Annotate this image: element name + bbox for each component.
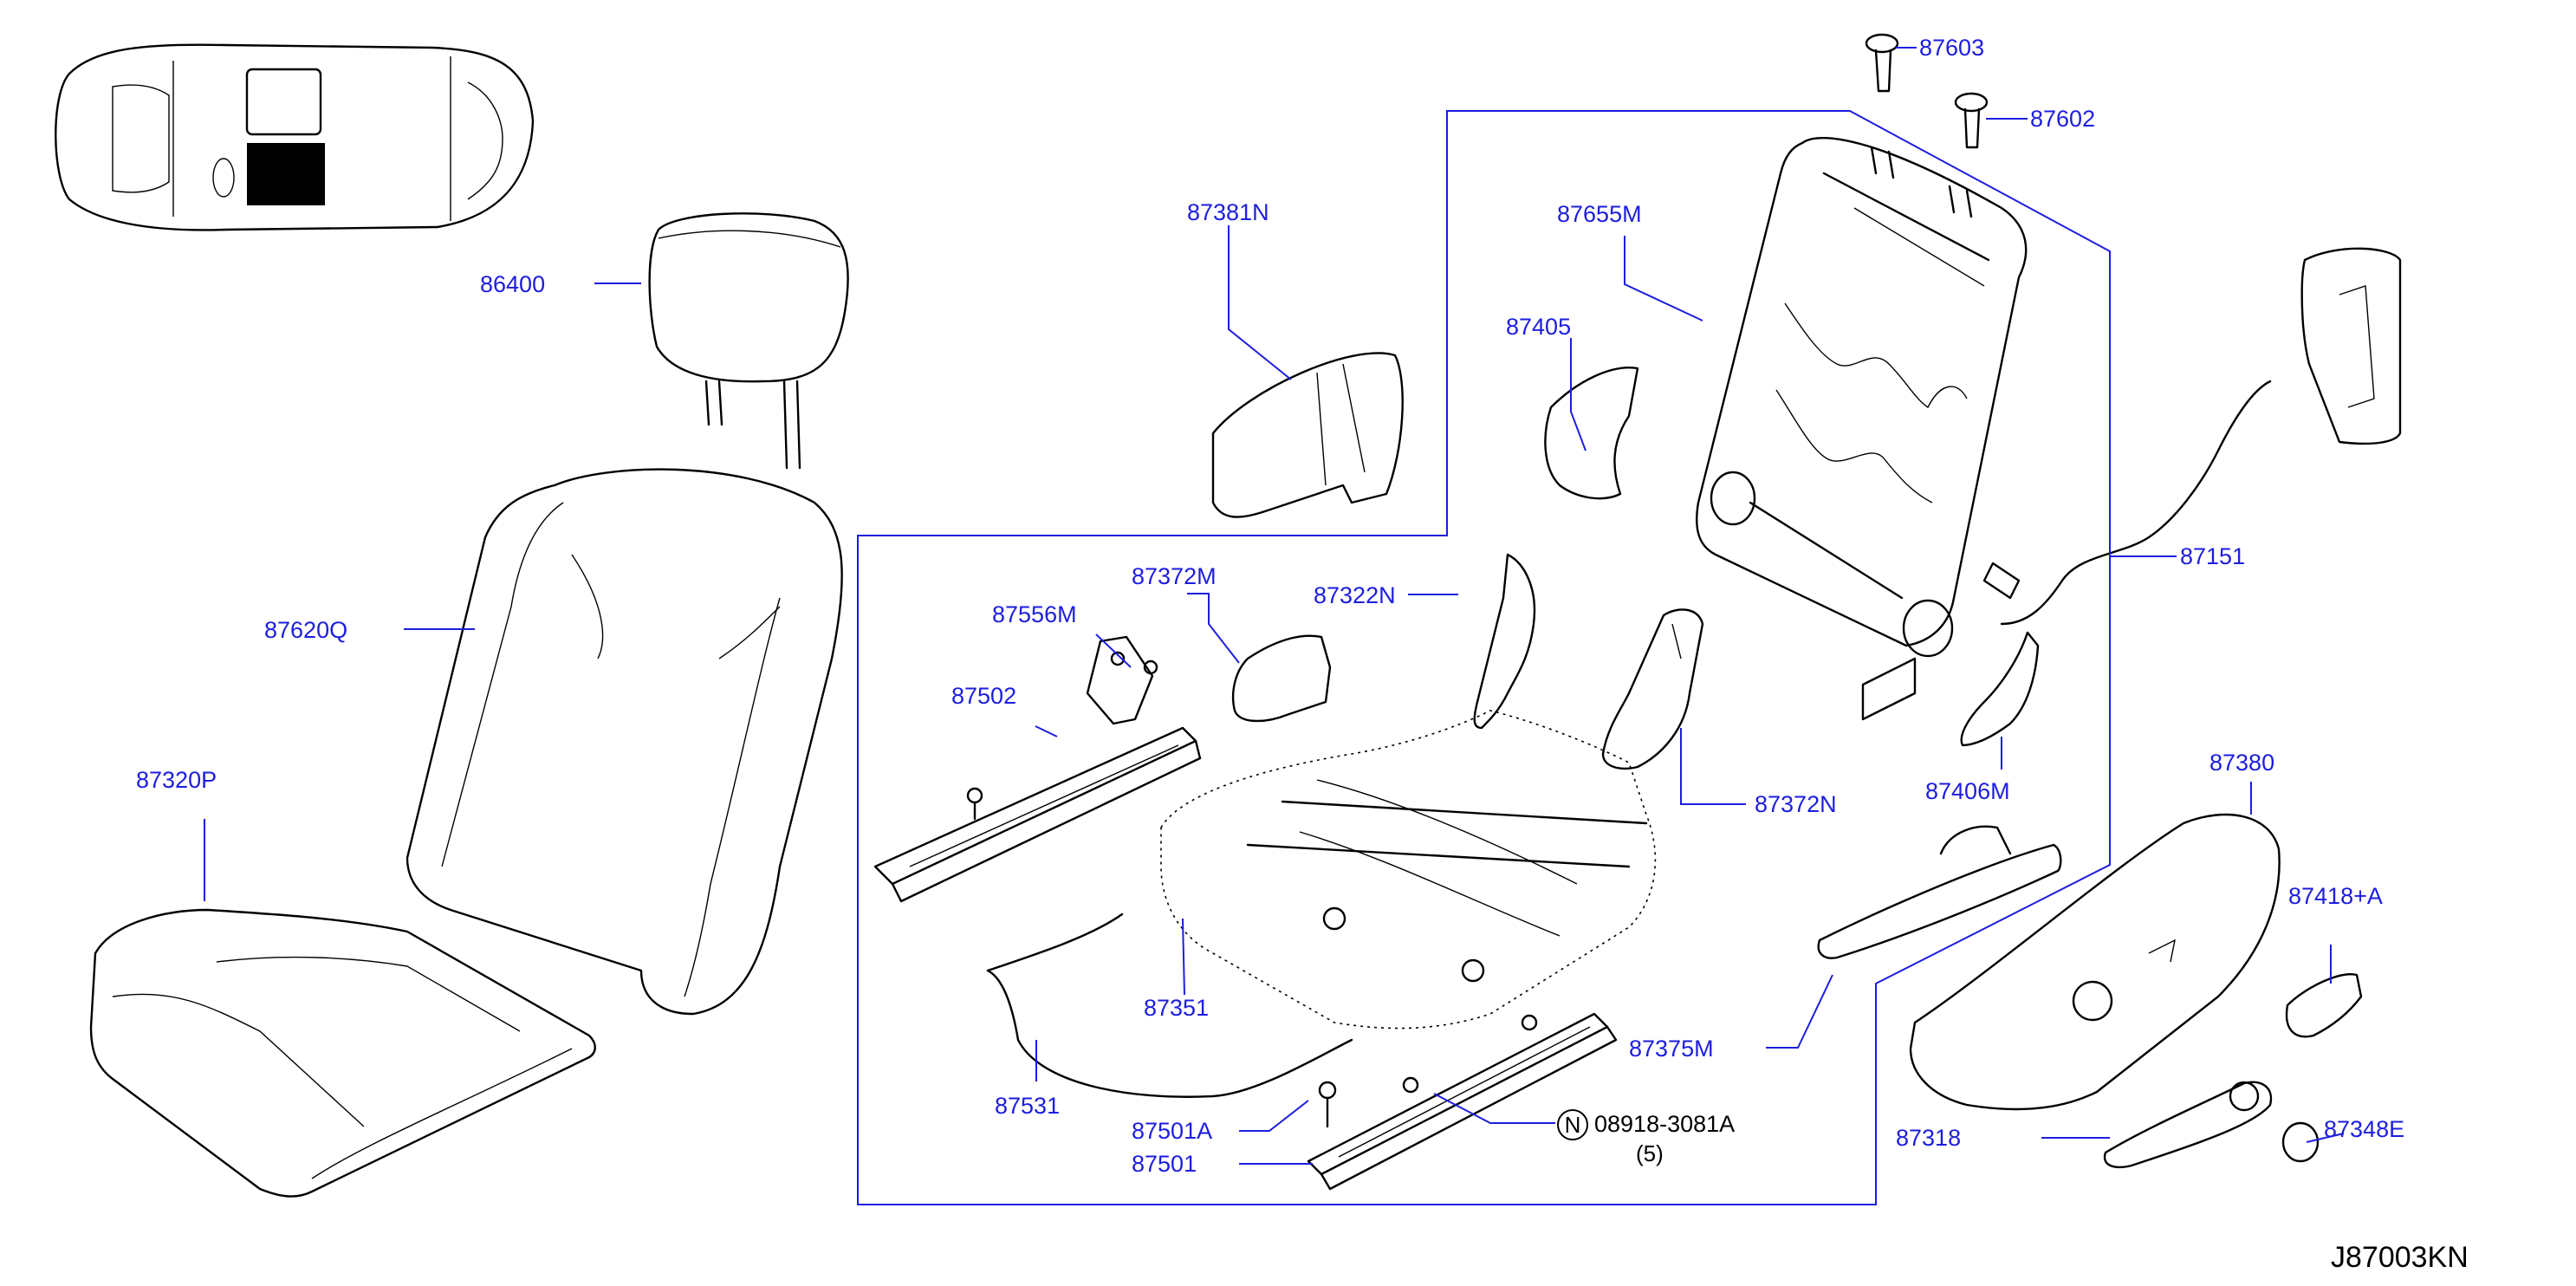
label-87501: 87501 bbox=[1132, 1151, 1197, 1177]
bolt-87501A-illustration bbox=[1318, 1081, 1337, 1128]
cover-87372N-illustration bbox=[1601, 608, 1704, 770]
label-87372M: 87372M bbox=[1132, 563, 1217, 589]
rail-bracket-87556M-illustration bbox=[1086, 635, 1158, 725]
headrest-illustration bbox=[648, 212, 849, 470]
side-airbag-module-illustration bbox=[1982, 247, 2402, 626]
cover-87372M-illustration bbox=[1231, 634, 1332, 723]
seat-cushion-illustration bbox=[89, 908, 596, 1198]
cover-87322N-illustration bbox=[1473, 553, 1536, 730]
label-87620Q: 87620Q bbox=[264, 617, 347, 643]
cushion-frame-illustration bbox=[1160, 710, 1657, 1029]
seat-rail-87502-illustration bbox=[873, 726, 1202, 903]
label-87322N: 87322N bbox=[1314, 582, 1396, 608]
leader-lines bbox=[204, 47, 2345, 1165]
clip-87602-illustration bbox=[1954, 92, 1989, 149]
nut-08918-illustration bbox=[1402, 1076, 1419, 1094]
label-87381N: 87381N bbox=[1187, 199, 1269, 225]
label-87418A: 87418+A bbox=[2288, 883, 2383, 909]
highlighted-seat-marker bbox=[247, 143, 325, 205]
finisher-87380-illustration bbox=[1909, 813, 2281, 1111]
bracket-87406M-illustration bbox=[1960, 631, 2040, 747]
diagram-code: J87003KN bbox=[2331, 1241, 2469, 1274]
label-87320P: 87320P bbox=[136, 767, 217, 793]
label-87531: 87531 bbox=[995, 1093, 1060, 1119]
cap-87348E-illustration bbox=[2281, 1121, 2320, 1163]
label-87501A: 87501A bbox=[1132, 1118, 1212, 1144]
finisher-87375M-illustration bbox=[1817, 825, 2062, 959]
label-87405: 87405 bbox=[1506, 314, 1571, 340]
label-87556M: 87556M bbox=[992, 601, 1077, 627]
label-87602: 87602 bbox=[2030, 106, 2095, 132]
lever-87318-illustration bbox=[2103, 1081, 2273, 1169]
group-frame-outline bbox=[857, 110, 2111, 1205]
seatback-frame-illustration bbox=[1696, 136, 2028, 721]
knob-87418A-illustration bbox=[2285, 973, 2363, 1038]
label-87406M: 87406M bbox=[1925, 778, 2010, 804]
label-87655M: 87655M bbox=[1557, 201, 1642, 227]
label-87318: 87318 bbox=[1896, 1125, 1961, 1151]
label-87372N: 87372N bbox=[1755, 791, 1837, 817]
clip-87603-illustration bbox=[1865, 33, 1899, 93]
label-87348E: 87348E bbox=[2324, 1116, 2404, 1142]
label-87151: 87151 bbox=[2180, 543, 2245, 569]
label-08918-3081A: 08918-3081A bbox=[1594, 1111, 1735, 1137]
bracket-87405-illustration bbox=[1544, 367, 1639, 500]
label-87502: 87502 bbox=[951, 683, 1016, 709]
label-86400: 86400 bbox=[480, 271, 545, 297]
nut-symbol-circle bbox=[1557, 1109, 1588, 1140]
seatback-cushion-illustration bbox=[406, 468, 843, 1016]
wire-87531-illustration bbox=[986, 913, 1353, 1098]
nut-spec-callout: N 08918-3081A (5) bbox=[1557, 1109, 1735, 1166]
label-87375M: 87375M bbox=[1629, 1036, 1714, 1062]
seat-rail-87501-illustration bbox=[1307, 1012, 1618, 1191]
vehicle-locator-illustration bbox=[55, 43, 535, 231]
label-87603: 87603 bbox=[1919, 35, 1984, 61]
label-87380: 87380 bbox=[2209, 750, 2274, 776]
label-87351: 87351 bbox=[1144, 995, 1209, 1021]
side-cover-87381N-illustration bbox=[1211, 352, 1404, 518]
nut-symbol: N bbox=[1565, 1112, 1581, 1138]
nut-quantity: (5) bbox=[1636, 1140, 1664, 1166]
